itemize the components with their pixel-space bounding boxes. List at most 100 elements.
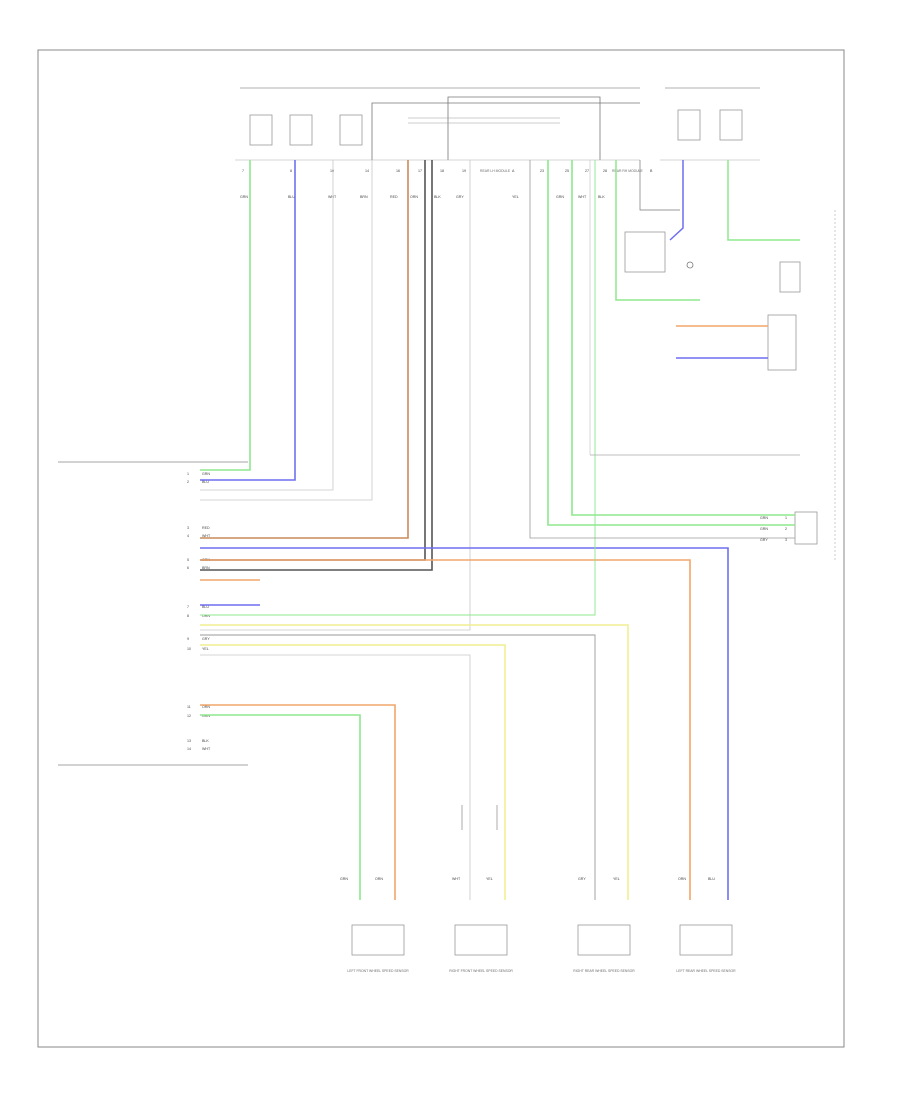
module-pin-27: 27 [585,169,589,173]
left-conn-pin-11: 11 [187,705,191,709]
sensor-right-rear-pin-a: GRY [578,877,586,881]
sensor-left-rear-pin-b: BLU [708,877,715,881]
module-pin-23: 23 [540,169,544,173]
wires [200,160,795,900]
wire-green-2 [200,160,596,616]
left-conn-color-7: BLU [202,605,209,609]
module-section-a-name: REAR LH MODULE [480,169,511,173]
left-conn-pin-4: 4 [187,534,189,538]
left-conn-pin-6: 6 [187,566,189,570]
right-upper-circuit [615,160,836,560]
sensor-left-front-name: LEFT FRONT WHEEL SPEED SENSOR [347,969,409,973]
wire-light-1 [200,160,334,491]
wire-orange-3 [200,704,396,900]
module-pin-7-color: GRN [240,195,248,199]
left-conn-pin-13: 13 [187,739,191,743]
sensor-left-front-pin-b: ORN [375,877,383,881]
left-conn-pin-1: 1 [187,472,189,476]
left-conn-color-9: GRY [202,637,210,641]
sensor-left-rear: ORN BLU LEFT REAR WHEEL SPEED SENSOR [676,877,736,973]
module-pin-labels: 7 GRN 8 BLU 10 WHT 14 BRN 16 RED 17 ORN … [240,169,653,199]
module-pin-16: 16 [396,169,400,173]
left-conn-pin-14: 14 [187,747,191,751]
left-connector: 1 GRN 2 BLU 3 RED 4 WHT 5 ORN 6 BRN 7 BL… [58,461,248,766]
sensor-left-rear-pin-a: ORN [678,877,686,881]
sensor-right-front-pin-a: WHT [452,877,461,881]
module-pin-10-color: WHT [328,195,337,199]
sensor-right-rear-name: RIGHT REAR WHEEL SPEED SENSOR [573,969,635,973]
wire-blue-2 [200,547,729,900]
wire-light-3 [200,160,471,631]
wire-green-1 [200,160,251,471]
sensor-right-rear: GRY YEL RIGHT REAR WHEEL SPEED SENSOR [573,877,635,973]
right-mid-switch [589,160,800,456]
module-pin-14-color: BRN [360,195,368,199]
left-conn-color-11: ORN [202,705,210,709]
right-connector: GRN 1 GRN 2 GRY 3 [760,511,818,545]
right-conn-pin-2: 2 [785,527,787,531]
module-pin-18-color: BLK [434,195,441,199]
wire-yellow-1 [200,624,629,900]
right-conn-color-3: GRY [760,538,768,542]
bottom-switch [461,805,498,830]
module-pin-18: 18 [440,169,444,173]
module-pin-23-color: YEL [512,195,519,199]
sensor-left-rear-name: LEFT REAR WHEEL SPEED SENSOR [676,969,736,973]
left-conn-pin-10: 10 [187,647,191,651]
module-pin-17: 17 [418,169,422,173]
wire-light-4 [200,654,471,900]
sensor-right-rear-pin-b: YEL [613,877,620,881]
module-pin-28-color: BLK [598,195,605,199]
sensor-left-front: GRN ORN LEFT FRONT WHEEL SPEED SENSOR [340,877,409,973]
wire-light-2 [200,160,373,501]
right-conn-color-1: GRN [760,516,768,520]
module-pin-19-color: GRY [456,195,464,199]
left-conn-pin-8: 8 [187,614,189,618]
module-pin-10: 10 [330,169,334,173]
module-pin-8-color: BLU [288,195,295,199]
module-pin-27-color: WHT [578,195,587,199]
wheel-speed-sensors: GRN ORN LEFT FRONT WHEEL SPEED SENSOR WH… [340,877,736,973]
right-conn-pin-1: 1 [785,516,787,520]
module-section-b-name: REAR RH MODULE [612,169,643,173]
left-conn-color-10: YEL [202,647,209,651]
wire-orange-1 [200,559,691,900]
module-pin-7: 7 [242,169,244,173]
sensor-right-front-pin-b: YEL [486,877,493,881]
module-section-b-pin: B [650,169,653,173]
left-conn-color-8: ORN [202,614,210,618]
left-conn-pin-12: 12 [187,714,191,718]
module-pin-25: 25 [565,169,569,173]
left-conn-color-12: GRN [202,714,210,718]
left-conn-color-1: GRN [202,472,210,476]
wire-blue-1 [200,160,296,481]
left-conn-pin-3: 3 [187,526,189,530]
wire-gray-1 [200,634,596,900]
module-pin-14: 14 [365,169,369,173]
top-fuse-area [235,87,760,161]
right-conn-color-2: GRN [760,527,768,531]
module-pin-16-color: RED [390,195,398,199]
left-conn-pin-2: 2 [187,480,189,484]
module-pin-8: 8 [290,169,292,173]
left-conn-color-3: RED [202,526,210,530]
module-pin-17-color: ORN [410,195,418,199]
sensor-right-front-name: RIGHT FRONT WHEEL SPEED SENSOR [449,969,513,973]
module-pin-28: 28 [603,169,607,173]
left-conn-color-2: BLU [202,480,209,484]
wire-yellow-2 [200,644,506,900]
wire-green-3 [200,714,361,900]
wire-green-5 [571,160,795,516]
module-pin-25-color: GRN [556,195,564,199]
wire-gray-2 [529,160,795,539]
right-conn-pin-3: 3 [785,538,787,542]
left-conn-color-6: BRN [202,566,210,570]
sensor-right-front: WHT YEL RIGHT FRONT WHEEL SPEED SENSOR [449,877,513,973]
module-section-a-pin: A [512,169,515,173]
module-pin-19: 19 [462,169,466,173]
diagram-frame [37,49,845,1048]
wire-brown [200,160,409,539]
left-conn-pin-7: 7 [187,605,189,609]
left-conn-pin-9: 9 [187,637,189,641]
